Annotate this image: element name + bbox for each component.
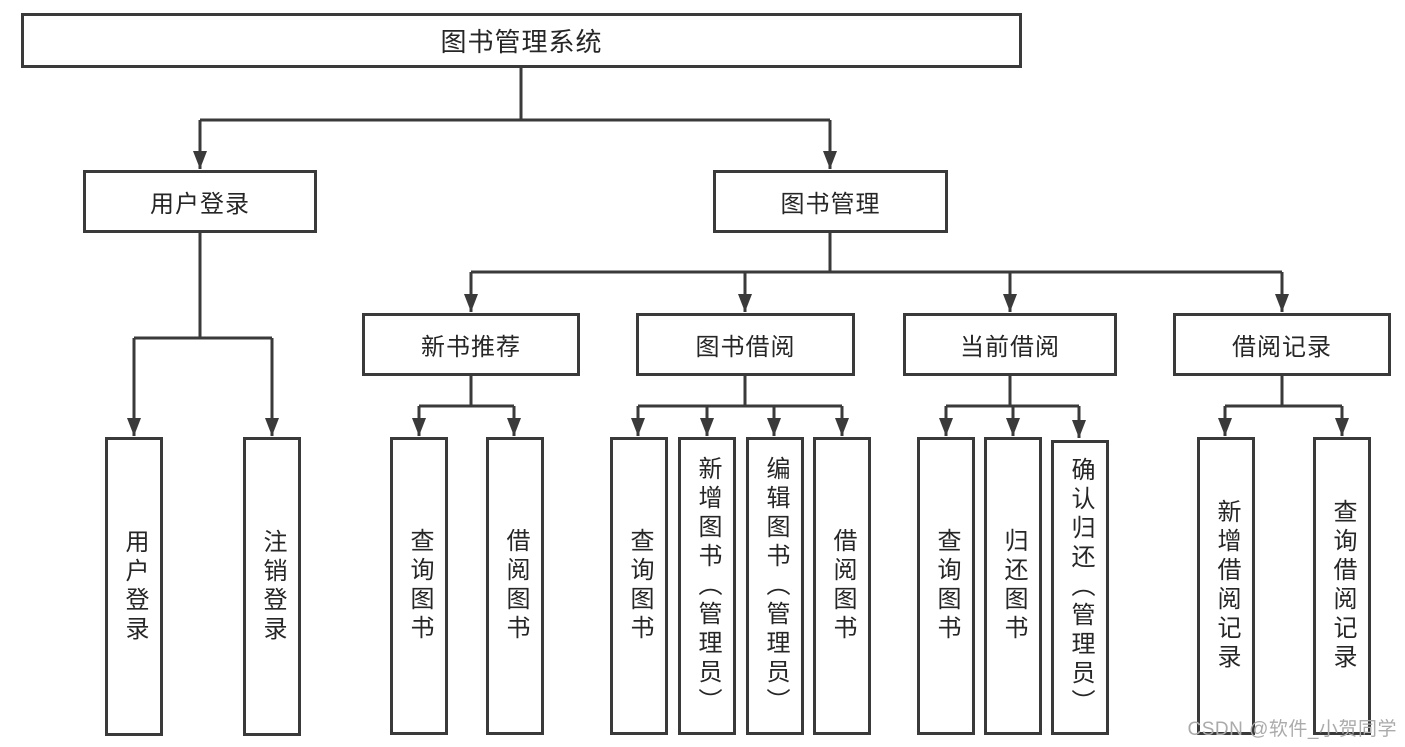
leaf-user-login: 用户登录	[105, 437, 163, 736]
leaf-nb-borrow-books-label: 借阅图书	[502, 528, 529, 644]
leaf-cb-query-books: 查询图书	[917, 437, 975, 735]
leaf-logout-login: 注销登录	[243, 437, 301, 736]
leaf-nb-query-books: 查询图书	[390, 437, 448, 735]
leaf-cb-return-books-label: 归还图书	[1000, 528, 1027, 644]
leaf-user-login-label: 用户登录	[121, 528, 148, 645]
node-book-management: 图书管理	[713, 170, 948, 233]
node-user-login: 用户登录	[83, 170, 317, 233]
leaf-nb-query-books-label: 查询图书	[406, 528, 433, 644]
leaf-bb-add-books-admin-label: 新增图书（管理员）	[694, 455, 721, 717]
leaf-cb-query-books-label: 查询图书	[933, 528, 960, 644]
leaf-cb-confirm-return-admin-label: 确认归还（管理员）	[1067, 457, 1094, 718]
node-current-borrowing: 当前借阅	[903, 313, 1117, 376]
leaf-cb-confirm-return-admin: 确认归还（管理员）	[1051, 440, 1109, 735]
leaf-bb-add-books-admin: 新增图书（管理员）	[678, 437, 736, 735]
node-new-book-recommendation: 新书推荐	[362, 313, 580, 376]
leaf-br-add-borrow-record: 新增借阅记录	[1197, 437, 1255, 735]
leaf-bb-edit-books-admin-label: 编辑图书（管理员）	[762, 455, 789, 717]
leaf-bb-edit-books-admin: 编辑图书（管理员）	[746, 437, 804, 735]
node-root-library-management-system: 图书管理系统	[21, 13, 1022, 68]
leaf-bb-query-books: 查询图书	[610, 437, 668, 735]
node-borrowing-records: 借阅记录	[1173, 313, 1391, 376]
leaf-br-query-borrow-record: 查询借阅记录	[1313, 437, 1371, 735]
leaf-cb-return-books: 归还图书	[984, 437, 1042, 735]
leaf-br-query-borrow-record-label: 查询借阅记录	[1329, 499, 1356, 673]
leaf-br-add-borrow-record-label: 新增借阅记录	[1213, 499, 1240, 673]
leaf-nb-borrow-books: 借阅图书	[486, 437, 544, 735]
leaf-bb-query-books-label: 查询图书	[626, 528, 653, 644]
node-book-borrowing: 图书借阅	[636, 313, 855, 376]
leaf-bb-borrow-books-label: 借阅图书	[829, 528, 856, 644]
leaf-bb-borrow-books: 借阅图书	[813, 437, 871, 735]
leaf-logout-login-label: 注销登录	[259, 528, 286, 645]
csdn-watermark: CSDN @软件_小贺同学	[1187, 719, 1397, 740]
